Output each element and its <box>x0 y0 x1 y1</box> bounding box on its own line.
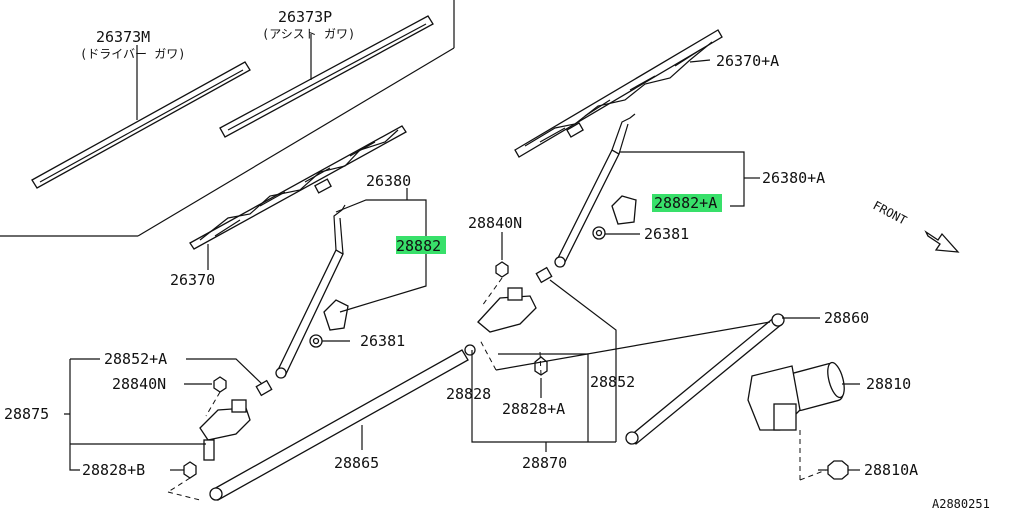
label-26373m[interactable]: 26373M <box>96 28 150 46</box>
label-26370a[interactable]: 26370+A <box>716 52 779 70</box>
frame-lines <box>0 0 455 237</box>
label-26370[interactable]: 26370 <box>170 271 215 289</box>
label-26380a[interactable]: 26380+A <box>762 169 825 187</box>
leader-lines <box>64 34 860 471</box>
label-28860[interactable]: 28860 <box>824 309 869 327</box>
label-26373p[interactable]: 26373P <box>278 8 332 26</box>
label-26373m-note: (ドライバー ガワ) <box>80 47 185 61</box>
label-26381-left[interactable]: 26381 <box>360 332 405 350</box>
nut-28828b[interactable] <box>183 461 197 479</box>
label-26381-right[interactable]: 26381 <box>644 225 689 243</box>
label-28875[interactable]: 28875 <box>4 405 49 423</box>
pivot-left[interactable] <box>199 379 273 461</box>
label-28828a[interactable]: 28828+A <box>502 400 565 418</box>
wiper-blade-left[interactable] <box>189 125 407 250</box>
label-28870[interactable]: 28870 <box>522 454 567 472</box>
refill-assist-side[interactable] <box>219 15 434 138</box>
label-26380[interactable]: 26380 <box>366 172 411 190</box>
nut-28840n-left[interactable] <box>213 376 227 393</box>
label-28865[interactable]: 28865 <box>334 454 379 472</box>
refill-driver-side[interactable] <box>31 61 251 189</box>
label-28852a[interactable]: 28852+A <box>104 350 167 368</box>
highlight-28882-left <box>396 236 446 254</box>
wiper-motor[interactable] <box>747 361 847 431</box>
label-28882a[interactable]: 28882+A <box>654 194 717 212</box>
front-arrow-icon <box>924 230 960 253</box>
nut-26381-left[interactable] <box>309 334 323 348</box>
arm-cap-left[interactable] <box>323 299 349 331</box>
wiper-blade-right[interactable] <box>514 29 723 158</box>
arm-cap-right[interactable] <box>611 195 637 225</box>
bolt-28810a[interactable] <box>818 460 849 480</box>
wiper-arm-left[interactable] <box>275 204 346 379</box>
highlight-28882a <box>652 194 722 212</box>
link-rod-28865[interactable] <box>209 349 469 501</box>
reference-code: A2880251 <box>932 497 990 511</box>
wiper-arm-right[interactable] <box>554 113 636 268</box>
label-26373p-note: (アシスト ガワ) <box>262 27 355 41</box>
dashed-guides <box>167 277 827 501</box>
label-28882-left[interactable]: 28882 <box>396 237 441 255</box>
label-28840n-top[interactable]: 28840N <box>468 214 522 232</box>
label-28810[interactable]: 28810 <box>866 375 911 393</box>
label-28852[interactable]: 28852 <box>590 373 635 391</box>
link-rod-28860[interactable] <box>625 313 785 445</box>
label-28828b[interactable]: 28828+B <box>82 461 145 479</box>
label-28828[interactable]: 28828 <box>446 385 491 403</box>
label-28840n-left[interactable]: 28840N <box>112 375 166 393</box>
nut-26381-right[interactable] <box>592 226 606 240</box>
pivot-right[interactable] <box>464 266 553 356</box>
label-28810a[interactable]: 28810A <box>864 461 918 479</box>
nut-28840n-top[interactable] <box>495 261 509 278</box>
front-label: FRONT <box>871 198 909 227</box>
front-indicator: FRONT <box>871 198 960 253</box>
